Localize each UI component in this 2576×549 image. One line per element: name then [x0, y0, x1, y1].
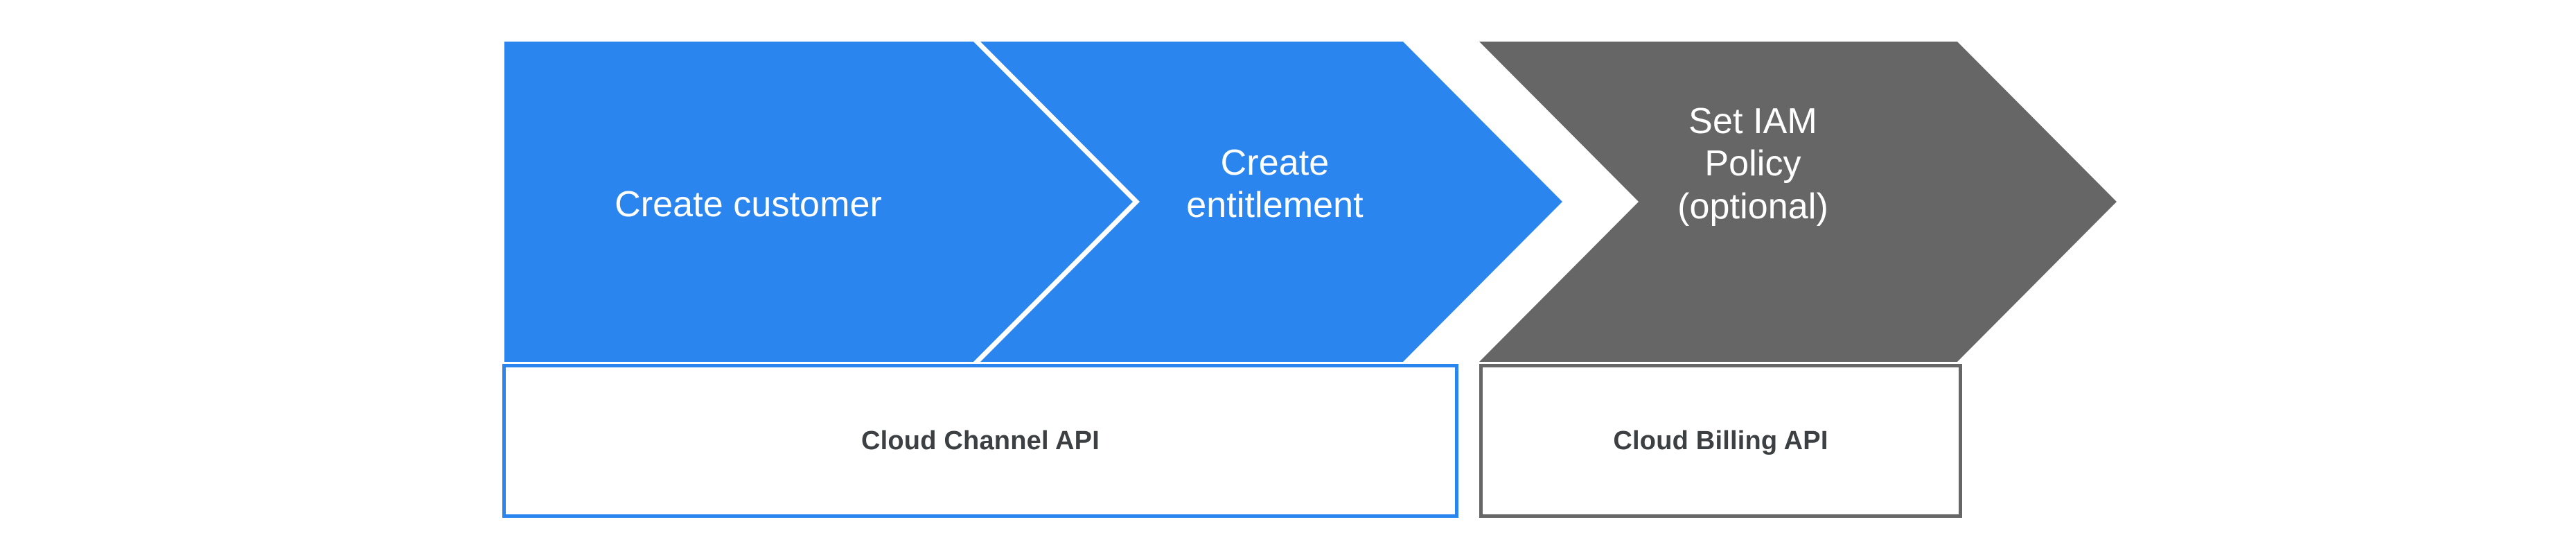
api-group-cloud-billing-api: Cloud Billing API	[1479, 364, 1962, 518]
api-group-label-cloud-billing-api: Cloud Billing API	[1613, 426, 1828, 455]
arrow-shape-set-iam-policy	[1479, 42, 2117, 362]
api-group-label-cloud-channel-api: Cloud Channel API	[861, 426, 1100, 455]
arrow-shape-create-customer	[504, 42, 1133, 362]
arrow-shape-create-entitlement	[980, 42, 1562, 362]
api-group-cloud-channel-api: Cloud Channel API	[502, 364, 1458, 518]
step-label-create-customer: Create customer	[615, 184, 882, 225]
step-label-create-entitlement: Create entitlement	[1186, 143, 1364, 226]
step-label-set-iam-policy: Set IAM Policy (optional)	[1677, 101, 1828, 227]
